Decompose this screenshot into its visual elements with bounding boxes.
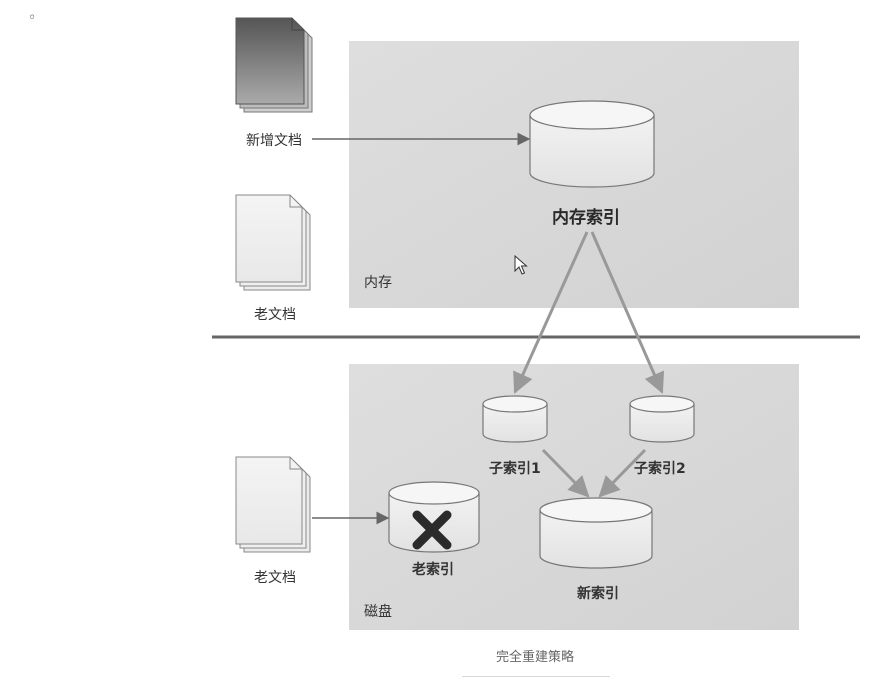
new-document-label: 新增文档 [246,133,302,149]
old-document-bottom-icon [235,456,311,553]
old-document-bottom-label: 老文档 [254,570,296,586]
memory-index-label: 内存索引 [552,208,620,228]
mouse-pointer-icon [514,254,528,275]
sub-index-1-cylinder [482,395,548,443]
old-document-top-icon [235,194,311,291]
disk-region-label: 磁盘 [364,604,392,620]
caption-underline [462,676,610,677]
arrow-memory-to-sub-index-2 [590,231,665,394]
old-index-cylinder [388,481,480,553]
arrow-sub-index-1-to-new-index [541,448,590,498]
new-document-icon [235,17,313,113]
new-index-label: 新索引 [577,586,619,602]
new-index-cylinder [539,497,653,569]
arrow-sub-index-2-to-new-index [598,448,647,498]
arrow-memory-to-sub-index-1 [513,231,589,394]
memory-index-cylinder [529,100,655,188]
sub-index-2-cylinder [629,395,695,443]
memory-region-label: 内存 [364,275,392,291]
diagram-caption: 完全重建策略 [495,650,574,665]
list-bullet: ◦ [28,10,37,26]
old-document-top-label: 老文档 [254,307,296,323]
old-index-label: 老索引 [412,562,454,578]
sub-index-2-label: 子索引2 [634,461,686,477]
sub-index-1-label: 子索引1 [489,461,541,477]
x-mark-icon [412,510,452,550]
